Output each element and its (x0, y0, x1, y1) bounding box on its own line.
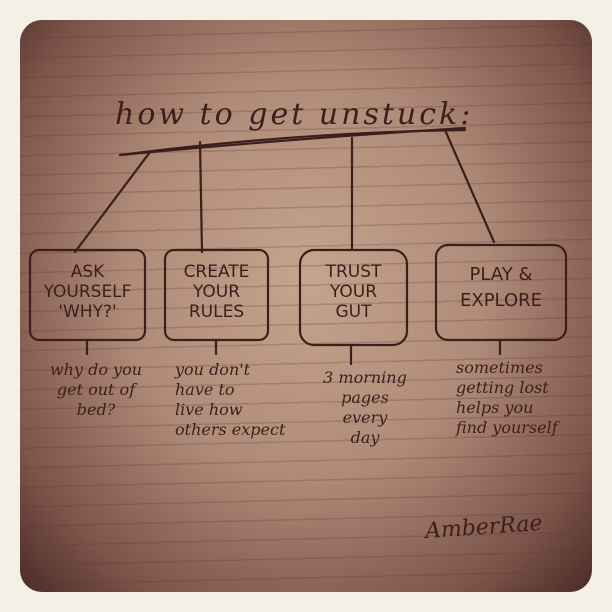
note-line: have to (175, 380, 235, 399)
connector-2 (198, 140, 204, 254)
box-3 (298, 248, 409, 347)
heading-create-your-rules: CREATE YOUR RULES (165, 262, 268, 322)
heading-line: EXPLORE (460, 290, 542, 311)
note-line: getting lost (456, 378, 549, 397)
branch-bar (118, 126, 467, 157)
heading-line: ASK (70, 262, 105, 282)
note-line: every (342, 408, 388, 427)
heading-line: YOUR (329, 282, 378, 302)
heading-line: PLAY & (469, 264, 533, 285)
note-trust-gut: 3 morning pages every day (315, 368, 415, 448)
note-line: get out of (56, 380, 136, 399)
connector-1 (73, 150, 152, 254)
note-line: pages (341, 388, 389, 407)
note-ask-yourself: why do you get out of bed? (36, 360, 156, 420)
heading-play-and-explore: PLAY & EXPLORE (436, 262, 566, 314)
note-line: sometimes (456, 358, 543, 377)
note-line: why do you (49, 360, 143, 379)
heading-line: CREATE (183, 262, 250, 282)
heading-line: YOURSELF (43, 282, 132, 302)
note-line: others expect (175, 420, 286, 439)
diagram-title: how to get unstuck: (115, 97, 474, 132)
note-line: bed? (76, 400, 116, 419)
note-line: live how (175, 400, 243, 419)
photo-of-notebook-page: how to get unstuck: ASK YOURSELF 'WHY?' … (20, 20, 592, 592)
ruled-lines (20, 20, 592, 592)
note-line: day (350, 428, 380, 447)
heading-line: RULES (188, 302, 245, 322)
diagram-strokes (28, 126, 568, 366)
note-line: helps you (456, 398, 534, 417)
note-line: 3 morning (323, 368, 407, 387)
note-line: you don't (175, 360, 251, 379)
heading-line: YOUR (192, 282, 241, 302)
note-play-explore: sometimes getting lost helps you find yo… (456, 358, 558, 438)
heading-line: TRUST (325, 262, 382, 282)
heading-ask-yourself-why: ASK YOURSELF 'WHY?' (30, 262, 145, 322)
connector-4 (443, 128, 496, 244)
heading-line: 'WHY?' (58, 302, 117, 322)
heading-line: GUT (335, 302, 372, 322)
note-line: find yourself (456, 418, 558, 437)
heading-trust-your-gut: TRUST YOUR GUT (300, 262, 407, 322)
note-create-rules: you don't have to live how others expect (175, 360, 285, 440)
